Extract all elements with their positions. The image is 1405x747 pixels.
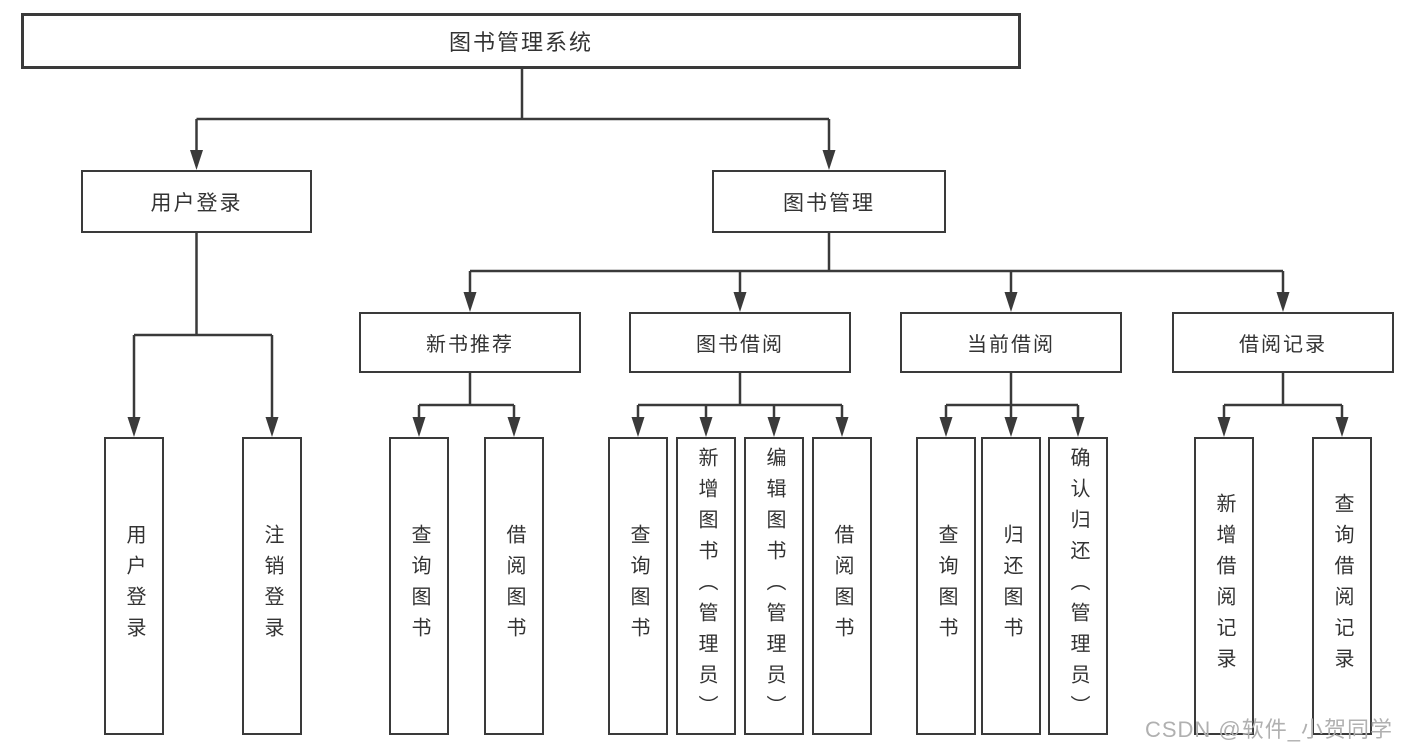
connector-user-login-children xyxy=(127,233,279,437)
leaf-add-books-admin: 新增图书（管理员） xyxy=(676,437,736,735)
leaf-add-borrow-record: 新增借阅记录 xyxy=(1194,437,1254,735)
node-library-system: 图书管理系统 xyxy=(21,13,1021,69)
connector-root-to-level2 xyxy=(190,69,836,170)
leaf-borrow-query-books-label: 查询图书 xyxy=(627,524,649,648)
csdn-watermark: CSDN @软件_小贺同学 xyxy=(1144,717,1393,742)
leaf-user-login-label: 用户登录 xyxy=(123,524,145,648)
leaf-recommend-borrow-books: 借阅图书 xyxy=(484,437,544,735)
node-borrow-records: 借阅记录 xyxy=(1172,312,1394,373)
node-book-borrow-label: 图书借阅 xyxy=(696,334,784,356)
leaf-add-borrow-record-label: 新增借阅记录 xyxy=(1213,493,1235,679)
leaf-return-books-label: 归还图书 xyxy=(1000,524,1022,648)
leaf-recommend-borrow-books-label: 借阅图书 xyxy=(503,524,525,648)
leaf-logout: 注销登录 xyxy=(242,437,302,735)
node-user-login: 用户登录 xyxy=(81,170,312,233)
leaf-recommend-query-books-label: 查询图书 xyxy=(408,524,430,648)
node-library-system-label: 图书管理系统 xyxy=(448,30,593,55)
leaf-confirm-return-admin: 确认归还（管理员） xyxy=(1048,437,1108,735)
leaf-confirm-return-admin-label: 确认归还（管理员） xyxy=(1067,446,1089,726)
connector-borrow-records-children xyxy=(1217,373,1349,437)
leaf-logout-label: 注销登录 xyxy=(261,524,283,648)
node-book-borrow: 图书借阅 xyxy=(629,312,851,373)
connector-book-management-children xyxy=(463,233,1290,312)
node-current-borrow: 当前借阅 xyxy=(900,312,1122,373)
connector-book-borrow-children xyxy=(631,373,849,437)
leaf-borrow-books: 借阅图书 xyxy=(812,437,872,735)
node-user-login-label: 用户登录 xyxy=(150,191,243,215)
leaf-current-query-books: 查询图书 xyxy=(916,437,976,735)
node-current-borrow-label: 当前借阅 xyxy=(967,334,1055,356)
node-new-book-recommend: 新书推荐 xyxy=(359,312,581,373)
leaf-recommend-query-books: 查询图书 xyxy=(389,437,449,735)
leaf-edit-books-admin: 编辑图书（管理员） xyxy=(744,437,804,735)
leaf-return-books: 归还图书 xyxy=(981,437,1041,735)
leaf-edit-books-admin-label: 编辑图书（管理员） xyxy=(763,446,785,726)
leaf-current-query-books-label: 查询图书 xyxy=(935,524,957,648)
node-new-book-recommend-label: 新书推荐 xyxy=(426,334,514,356)
node-borrow-records-label: 借阅记录 xyxy=(1239,334,1327,356)
leaf-borrow-books-label: 借阅图书 xyxy=(831,524,853,648)
leaf-add-books-admin-label: 新增图书（管理员） xyxy=(695,446,717,726)
connector-new-book-children xyxy=(412,373,521,437)
leaf-query-borrow-record-label: 查询借阅记录 xyxy=(1331,493,1353,679)
node-book-management-label: 图书管理 xyxy=(783,191,875,215)
node-book-management: 图书管理 xyxy=(712,170,946,233)
leaf-user-login: 用户登录 xyxy=(104,437,164,735)
leaf-query-borrow-record: 查询借阅记录 xyxy=(1312,437,1372,735)
connector-current-borrow-children xyxy=(939,373,1085,437)
leaf-borrow-query-books: 查询图书 xyxy=(608,437,668,735)
